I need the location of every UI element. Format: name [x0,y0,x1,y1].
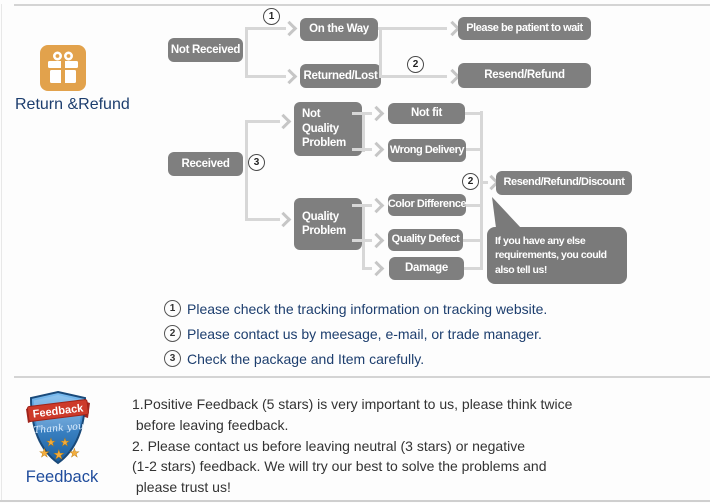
flow-box-damage: Damage [389,257,464,280]
flow-line [378,27,447,30]
flow-box-quality-problem: Quality Problem [294,198,362,250]
flow-line [245,120,248,221]
badge-script-text: Thank you [33,421,84,436]
flow-box-on-the-way: On the Way [300,18,378,41]
section-divider [14,376,710,378]
feedback-line: 2. Please contact us before leaving neut… [132,437,525,454]
flow-line [464,267,480,270]
feedback-badge-icon: Feedback Thank you ★ ★ ★ ★ ★ [26,390,90,465]
bubble-note: If you have any else requirements, you c… [487,227,627,284]
flow-line [245,27,248,78]
note-2-text: Please contact us by meesage, e-mail, or… [187,325,542,342]
notes-list: 1 Please check the tracking information … [164,300,547,375]
flow-box-not-received: Not Received [168,38,243,62]
bubble-tail [492,197,521,228]
feedback-title: Feedback [25,468,99,486]
badge-stars: ★ ★ ★ ★ ★ [39,436,80,463]
flow-arrow-icon [368,105,385,122]
feedback-line: 1.Positive Feedback (5 stars) is very im… [132,396,573,412]
note-3-text: Check the package and Item carefully. [187,350,425,367]
flow-line [381,75,447,78]
flow-box-please-wait: Please be patient to wait [458,17,591,40]
flow-line [466,148,480,151]
flow-arrow-icon [368,260,385,277]
svg-text:★: ★ [46,436,56,449]
flow-line [352,148,372,151]
svg-text:★: ★ [69,446,80,460]
flow-line [362,267,372,270]
flow-line [379,27,382,78]
step-3-badge: 3 [248,154,265,171]
flow-arrow-icon [368,232,385,249]
flow-box-received: Received [168,152,243,176]
gift-icon [40,45,86,91]
flow-line [362,204,365,270]
step-2-badge: 2 [407,56,424,73]
step-1-badge: 1 [263,8,280,25]
flow-line [245,120,280,123]
svg-text:★: ★ [39,446,50,460]
flow-line [245,218,280,221]
flow-line [466,204,480,207]
note-row: 3 Check the package and Item carefully. [164,350,547,367]
flow-box-wrong-delivery: Wrong Delivery [388,139,466,162]
flow-box-not-fit: Not fit [388,103,465,124]
flow-line [463,239,480,242]
return-refund-title: Return &Refund [15,96,130,113]
note-1-text: Please check the tracking information on… [187,300,548,317]
flow-line [245,27,286,30]
flow-arrow-icon [281,68,298,85]
flow-box-color-difference: Color Difference [388,194,467,216]
flow-box-resend-refund: Resend/Refund [458,63,591,88]
note-2-badge: 2 [164,325,181,342]
svg-text:★: ★ [60,436,70,449]
flow-line [480,111,483,270]
flow-arrow-icon [275,211,292,228]
feedback-line: (1-2 stars) feedback. We will try our be… [132,458,547,475]
flow-line [480,181,488,184]
flow-box-quality-defect: Quality Defect [388,229,463,251]
note-row: 2 Please contact us by meesage, e-mail, … [164,325,547,342]
step-2-badge: 2 [462,173,479,190]
flow-box-resend-refund-discount: Resend/Refund/Discount [496,171,632,195]
bottom-divider [0,500,710,502]
svg-text:★: ★ [53,448,65,463]
flow-arrow-icon [368,141,385,158]
flow-arrow-icon [281,20,298,37]
flow-line [352,112,372,115]
flow-line [245,75,286,78]
flow-line [352,239,372,242]
flow-arrow-icon [275,113,292,130]
flow-line [352,204,372,207]
left-border [1,4,2,500]
flow-line [465,112,480,115]
note-3-badge: 3 [164,350,181,367]
feedback-line: please trust us! [132,479,231,496]
feedback-paragraph: 1.Positive Feedback (5 stars) is very im… [132,394,702,498]
flow-box-not-quality-problem: Not Quality Problem [294,102,362,156]
top-divider [14,4,710,6]
flow-box-returned-lost: Returned/Lost [300,64,381,88]
note-row: 1 Please check the tracking information … [164,300,547,317]
flow-arrow-icon [368,197,385,214]
note-1-badge: 1 [164,300,181,317]
flow-line [362,112,365,152]
feedback-line: before leaving feedback. [132,416,289,433]
